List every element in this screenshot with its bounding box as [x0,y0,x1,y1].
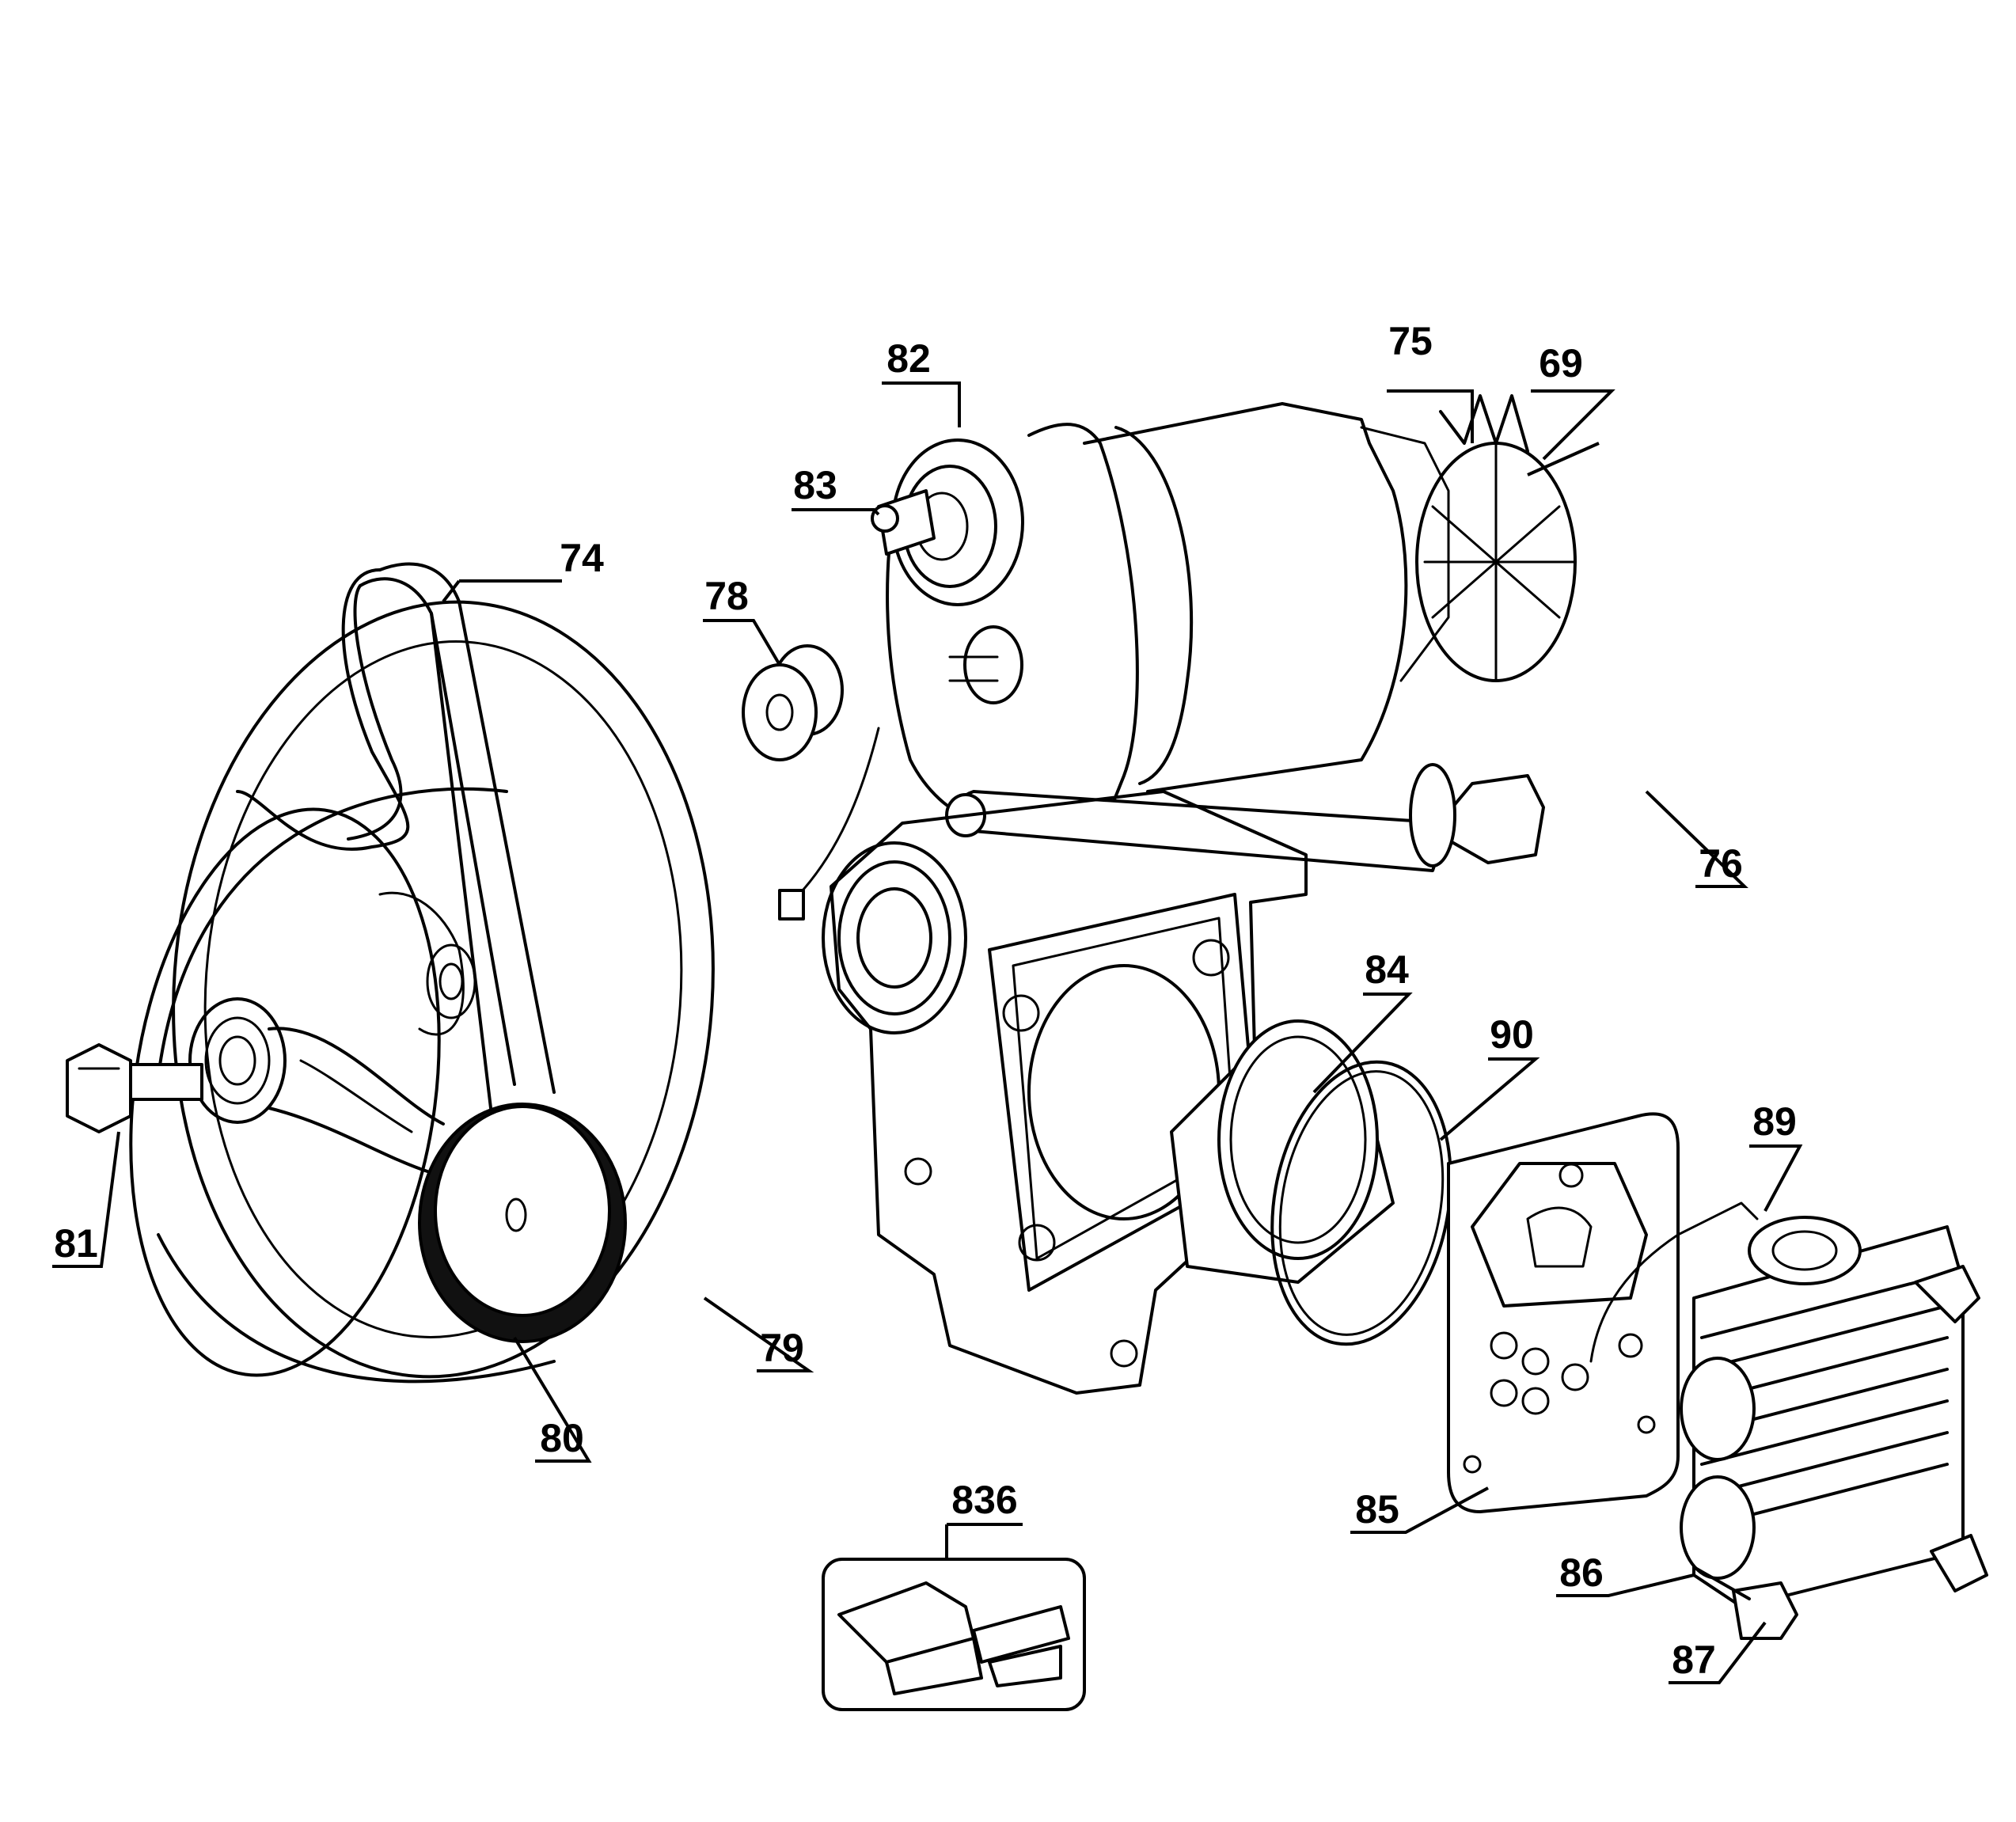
part-86-cylinder-head [1680,1216,1988,1608]
part-76-long-bolt [945,763,1545,872]
callout-82: 82 [887,336,931,381]
callout-89: 89 [1752,1099,1797,1144]
callout-83: 83 [793,463,837,507]
callout-76: 76 [1699,841,1743,886]
part-89-reed-valve [1589,1201,1759,1363]
part-84-cylinder-sleeve [1170,1019,1395,1284]
callout-80: 80 [540,1416,584,1460]
callout-87: 87 [1672,1638,1716,1682]
connecting-rod [188,997,445,1173]
part-87-head-bolt [1692,1566,1798,1640]
part-836-inset [822,1558,1086,1711]
callout-90: 90 [1490,1012,1534,1057]
callout-74: 74 [560,536,604,580]
leader-lines [52,381,1803,1684]
callout-81: 81 [54,1221,98,1266]
callout-836: 836 [951,1478,1017,1522]
callout-86: 86 [1559,1551,1604,1595]
callout-69: 69 [1539,341,1583,385]
part-74-belt [236,562,556,1110]
callout-84: 84 [1365,947,1409,992]
part-81-bolt [66,1043,203,1133]
callout-79: 79 [760,1326,804,1370]
callout-labels: 74 75 69 82 83 78 76 84 90 89 81 79 80 8… [54,319,1797,1682]
callout-85: 85 [1355,1487,1399,1532]
part-79-flywheel [129,600,715,1384]
callout-75: 75 [1388,319,1433,363]
part-80-pulley [418,1103,627,1343]
part-78-spacer [742,644,844,761]
part-85-valve-plate [1447,1112,1680,1513]
callout-78: 78 [704,574,749,618]
motor-assembly [778,394,1600,920]
